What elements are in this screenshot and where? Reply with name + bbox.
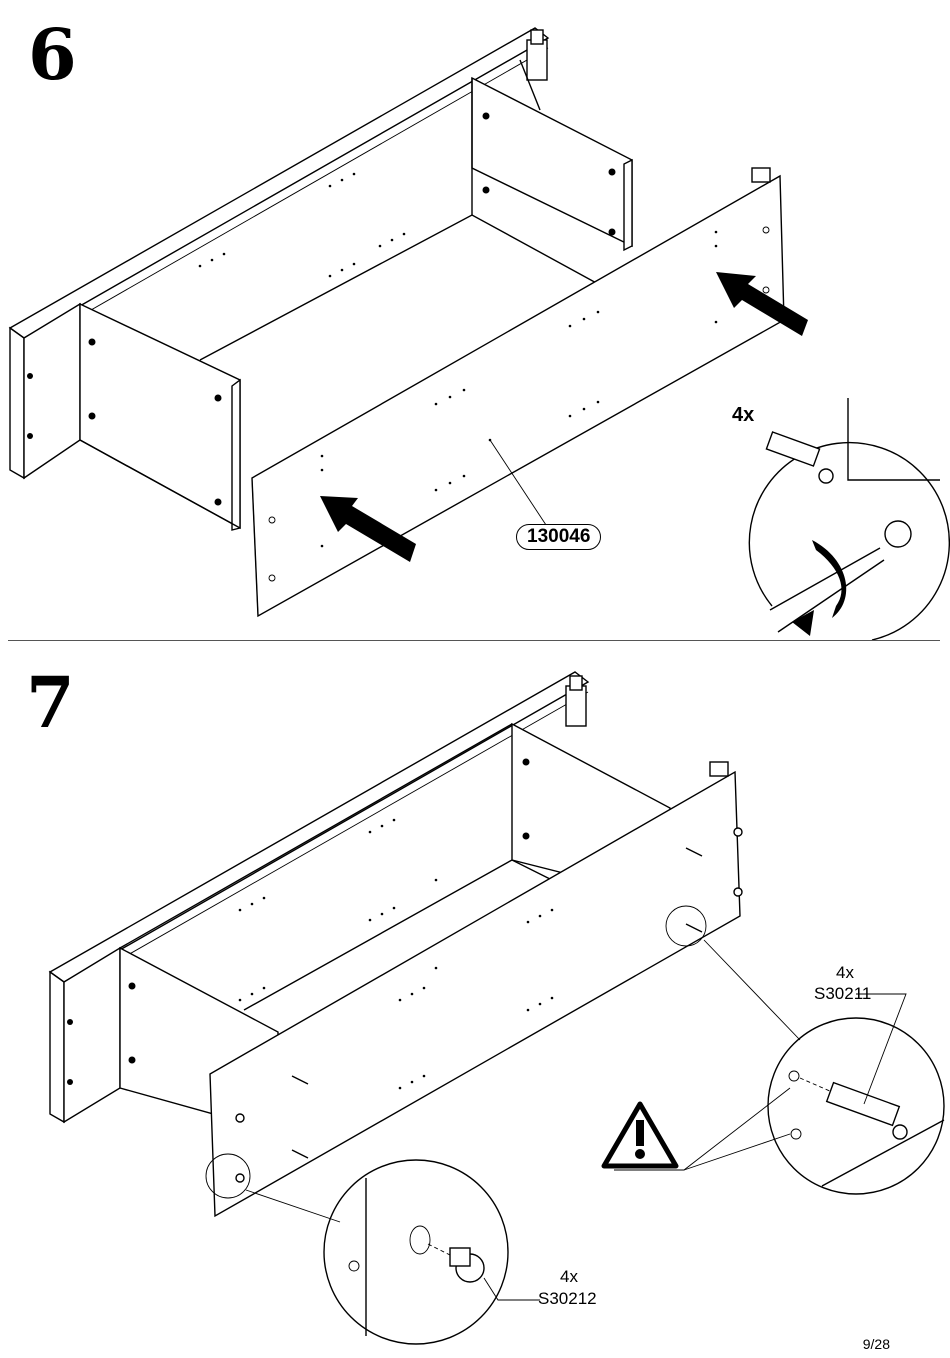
page-number: 9/28 (863, 1336, 890, 1352)
callout-s30211-qty: 4x (836, 964, 854, 983)
callout-s30211-code: S30211 (814, 985, 871, 1004)
callout-s30212-code: S30212 (538, 1290, 597, 1309)
warning-triangle-icon (604, 1104, 676, 1166)
callout-s30212-qty: 4x (560, 1268, 578, 1287)
